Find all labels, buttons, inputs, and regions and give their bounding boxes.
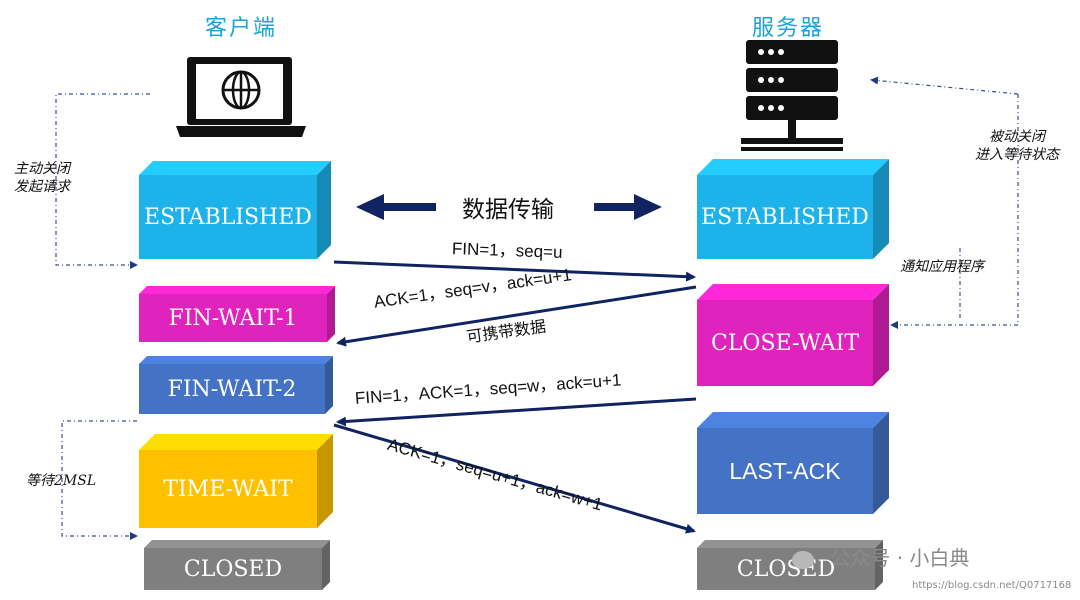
client-state-fin-wait-2-label: FIN-WAIT-2 <box>167 376 297 402</box>
client-state-fin-wait-1-label: FIN-WAIT-1 <box>168 305 298 331</box>
server-state-closed: CLOSED <box>697 548 875 590</box>
client-state-time-wait-label: TIME-WAIT <box>163 476 293 502</box>
wechat-icon <box>792 550 814 569</box>
note-active-close: 主动关闭 发起请求 <box>14 160 70 196</box>
note-passive-close-line2: 进入等待状态 <box>975 147 1059 163</box>
client-state-time-wait: TIME-WAIT <box>139 450 317 528</box>
server-state-last-ack: LAST-ACK <box>697 428 873 514</box>
client-state-established: ESTABLISHED <box>139 175 317 259</box>
server-state-close-wait: CLOSE-WAIT <box>697 300 873 386</box>
dashed-server-top <box>870 76 1019 95</box>
client-state-fin-wait-2: FIN-WAIT-2 <box>139 364 325 414</box>
server-state-established-label: ESTABLISHED <box>701 204 869 230</box>
dashed-active-close <box>55 93 150 269</box>
transfer-label: 数据传输 <box>462 197 554 223</box>
client-title: 客户端 <box>205 16 278 41</box>
note-passive-close-line1: 被动关闭 <box>989 129 1045 145</box>
watermark-brand: 公众号 · 小白典 <box>792 542 969 571</box>
watermark-brand-text: 公众号 · 小白典 <box>830 546 970 570</box>
transfer-arrow-left <box>356 194 436 220</box>
label-fin1: FIN=1，seq=u <box>451 239 563 262</box>
note-active-close-line1: 主动关闭 <box>14 161 70 177</box>
client-state-closed: CLOSED <box>144 548 322 590</box>
note-active-close-line2: 发起请求 <box>14 179 70 195</box>
client-state-established-label: ESTABLISHED <box>144 204 312 230</box>
client-state-fin-wait-1: FIN-WAIT-1 <box>139 294 327 342</box>
label-ack1: ACK=1，seq=v，ack=u+1 <box>372 265 573 312</box>
watermark-url: https://blog.csdn.net/Q0717168 <box>912 580 1072 591</box>
server-state-close-wait-label: CLOSE-WAIT <box>710 330 860 356</box>
transfer-arrow-right <box>594 194 662 220</box>
note-wait-2msl: 等待2MSL <box>26 473 97 489</box>
client-state-closed-label: CLOSED <box>183 556 283 582</box>
label-ack2: ACK=1，seq=u+1，ack=w+1 <box>385 434 605 515</box>
server-title: 服务器 <box>752 16 825 41</box>
label-fin2: FIN=1，ACK=1，seq=w，ack=u+1 <box>354 370 622 408</box>
note-notify-app: 通知应用程序 <box>900 259 984 275</box>
note-passive-close: 被动关闭 进入等待状态 <box>962 128 1072 164</box>
server-state-closed-label: CLOSED <box>736 556 836 582</box>
server-state-last-ack-label: LAST-ACK <box>729 457 841 484</box>
server-state-established: ESTABLISHED <box>697 175 873 259</box>
label-ack1-note: 可携带数据 <box>465 316 548 347</box>
